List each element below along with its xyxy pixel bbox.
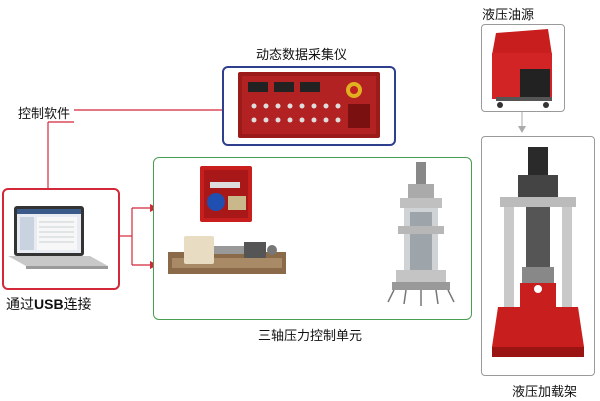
usb-prefix: 通过 (6, 297, 34, 313)
triaxial-control-unit-label: 三轴压力控制单元 (258, 329, 363, 344)
loading-frame-label: 液压加载架 (512, 385, 578, 400)
pressure-controllers-image (168, 162, 455, 306)
hydraulic-source-box (481, 24, 565, 112)
loading-frame-image (492, 147, 584, 357)
usb-suffix: 连接 (63, 297, 92, 313)
control-software-label: 控制软件 (18, 107, 71, 122)
laptop-image (8, 206, 108, 269)
arrow-head (518, 126, 526, 133)
hydraulic-source-label: 液压油源 (482, 8, 535, 23)
triaxial-control-unit-box (153, 157, 472, 320)
hydraulic-source-image (492, 29, 552, 108)
loading-frame-box (481, 136, 595, 376)
data-acquisition-box (222, 66, 396, 146)
usb-bold: USB (34, 296, 64, 312)
daq-device-image (238, 72, 380, 138)
laptop-box (2, 188, 120, 290)
usb-connection-label: 通过USB连接 (6, 294, 92, 314)
data-acquisition-label: 动态数据采集仪 (256, 48, 348, 63)
